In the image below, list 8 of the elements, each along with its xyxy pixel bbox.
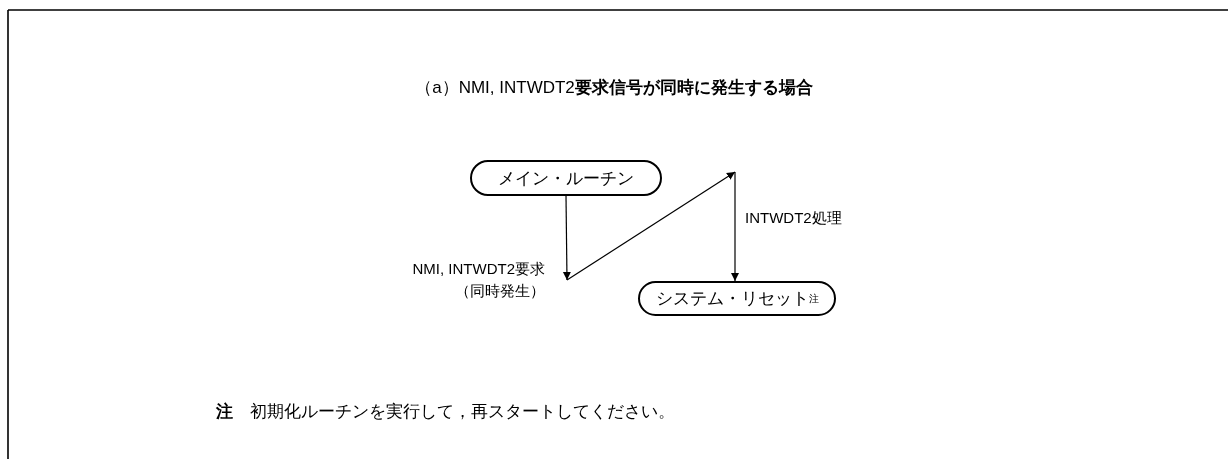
arrow (562, 195, 571, 281)
arrow (566, 171, 736, 281)
event-label: （同時発生） (455, 282, 545, 299)
note-text: 注 初期化ルーチンを実行して，再スタートしてください。 (216, 401, 675, 423)
edge-label: INTWDT2処理 (745, 207, 842, 228)
title: （a）NMI, INTWDT2要求信号が同時に発生する場合 (415, 78, 813, 97)
arrow (731, 171, 739, 282)
event-label: NMI, INTWDT2要求 (412, 260, 545, 277)
